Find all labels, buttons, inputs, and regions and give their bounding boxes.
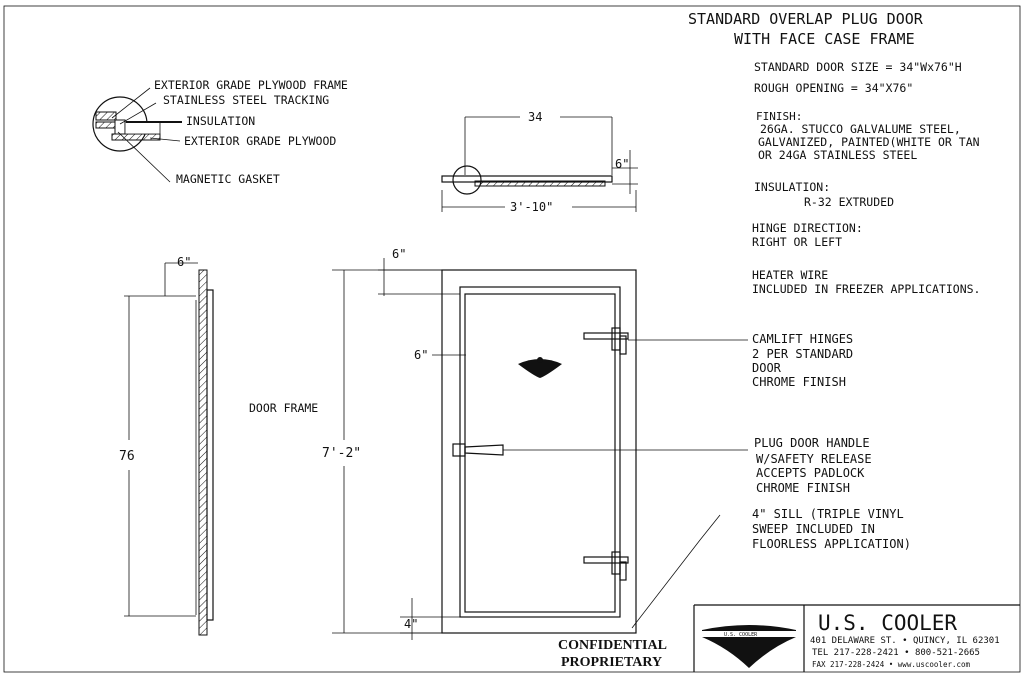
callout-handle-4: CHROME FINISH xyxy=(756,481,850,495)
dim-sill: 4" xyxy=(404,617,418,631)
detail-frame-top xyxy=(95,111,117,121)
lower-hinge xyxy=(583,551,629,581)
front-view: 6" 6" 7'-2" DOOR FRAME 4" xyxy=(249,247,748,640)
spec-hinge-label: HINGE DIRECTION: xyxy=(752,221,863,235)
logo-text: U.S. COOLER xyxy=(724,632,758,638)
callout-sill-1: 4" SILL (TRIPLE VINYL xyxy=(752,507,904,521)
dim-top-width: 34 xyxy=(528,110,542,124)
callout-handle-3: ACCEPTS PADLOCK xyxy=(756,466,865,480)
door-panel-inner xyxy=(464,293,616,613)
detail-insulation xyxy=(124,121,161,135)
spec-heater-value: INCLUDED IN FREEZER APPLICATIONS. xyxy=(752,282,980,296)
callout-handle-1: PLUG DOOR HANDLE xyxy=(754,436,870,450)
company-name: U.S. COOLER xyxy=(818,611,957,635)
frame-outer xyxy=(441,269,637,634)
spec-heater-label: HEATER WIRE xyxy=(752,268,828,282)
section-detail: EXTERIOR GRADE PLYWOOD FRAME STAINLESS S… xyxy=(92,78,348,186)
company-logo: U.S. COOLER xyxy=(702,625,796,668)
company-address: 401 DELAWARE ST. • QUINCY, IL 62301 xyxy=(810,636,1000,646)
specs-block: STANDARD DOOR SIZE = 34"Wx76"H ROUGH OPE… xyxy=(752,60,980,296)
side-view: 6" 76 xyxy=(119,255,214,636)
drawing-border xyxy=(3,5,1021,673)
spec-finish-label: FINISH: xyxy=(756,110,802,123)
title-line-2: WITH FACE CASE FRAME xyxy=(734,30,915,48)
dim-top-overall: 3'-10" xyxy=(510,200,553,214)
detail-frame-bottom xyxy=(95,121,117,129)
stamp-proprietary: PROPRIETARY xyxy=(561,655,662,670)
callout-hinges-1: CAMLIFT HINGES xyxy=(752,332,853,346)
side-frame xyxy=(198,269,208,636)
spec-finish-2: GALVANIZED, PAINTED(WHITE OR TAN xyxy=(758,135,980,149)
door-logo xyxy=(518,359,562,378)
callout-hinges-2: 2 PER STANDARD xyxy=(752,347,853,361)
detail-plywood xyxy=(111,133,161,141)
stamp-confidential: CONFIDENTIAL xyxy=(558,638,667,653)
upper-hinge xyxy=(583,327,629,355)
title-line-1: STANDARD OVERLAP PLUG DOOR xyxy=(688,10,924,28)
company-tel: TEL 217-228-2421 • 800-521-2665 xyxy=(812,648,980,658)
dim-top-depth: 6" xyxy=(615,157,629,171)
door-handle xyxy=(452,443,504,457)
dim-front-side: 6" xyxy=(414,348,428,362)
door-panel-outer xyxy=(459,286,621,618)
dim-front-top: 6" xyxy=(392,247,406,261)
plan-door-hatch xyxy=(474,180,606,187)
label-insulation: INSULATION xyxy=(186,114,255,128)
dim-side-depth: 6" xyxy=(177,255,191,269)
dim-front-height: 7'-2" xyxy=(322,446,361,461)
callout-sill-3: FLOORLESS APPLICATION) xyxy=(752,537,911,551)
callout-door-frame: DOOR FRAME xyxy=(249,401,318,415)
spec-rough-opening: ROUGH OPENING = 34"X76" xyxy=(754,81,913,95)
spec-finish-1: 26GA. STUCCO GALVALUME STEEL, xyxy=(760,122,961,136)
spec-insulation-label: INSULATION: xyxy=(754,180,830,194)
spec-hinge-value: RIGHT OR LEFT xyxy=(752,235,842,249)
spec-door-size: STANDARD DOOR SIZE = 34"Wx76"H xyxy=(754,60,962,74)
side-door-panel xyxy=(206,289,214,621)
title-block: U.S. COOLER U.S. COOLER 401 DELAWARE ST.… xyxy=(693,604,1020,672)
spec-insulation-value: R-32 EXTRUDED xyxy=(804,195,894,209)
callout-sill-2: SWEEP INCLUDED IN xyxy=(752,522,875,536)
callout-hinges-4: CHROME FINISH xyxy=(752,375,846,389)
label-plywood-frame: EXTERIOR GRADE PLYWOOD FRAME xyxy=(154,78,348,92)
plan-detail-circle xyxy=(452,165,482,195)
label-magnetic-gasket: MAGNETIC GASKET xyxy=(176,172,280,186)
plan-view: 34 6" 3'-10" xyxy=(441,110,638,214)
company-fax: FAX 217-228-2424 • www.uscooler.com xyxy=(812,660,971,669)
callout-handle-2: W/SAFETY RELEASE xyxy=(756,452,872,466)
label-stainless-tracking: STAINLESS STEEL TRACKING xyxy=(163,93,329,107)
spec-finish-3: OR 24GA STAINLESS STEEL xyxy=(758,148,917,162)
label-exterior-plywood: EXTERIOR GRADE PLYWOOD xyxy=(184,134,336,148)
callout-hinges-3: DOOR xyxy=(752,361,782,375)
dim-side-height: 76 xyxy=(119,449,135,464)
